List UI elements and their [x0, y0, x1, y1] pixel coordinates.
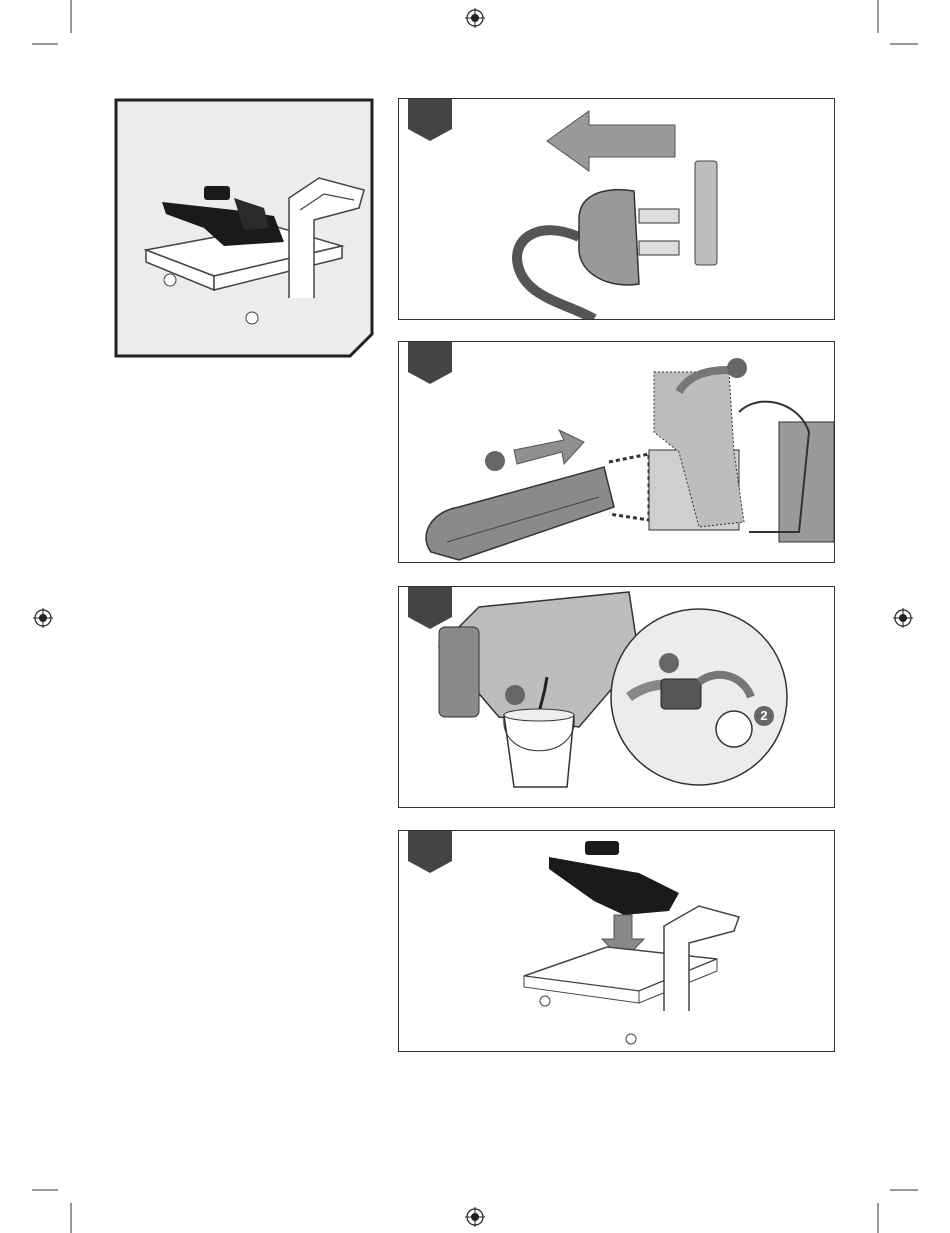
overview-box — [114, 98, 374, 358]
oil-cap — [661, 679, 701, 709]
step-tab — [408, 831, 452, 873]
registration-mark-icon — [465, 8, 485, 28]
step-tab — [408, 99, 452, 141]
step-panel-unplug — [398, 98, 835, 320]
registration-mark-icon — [893, 608, 913, 628]
step-badge — [505, 685, 525, 705]
chainsaw-icon — [549, 857, 679, 915]
trolley-icon — [114, 98, 374, 358]
registration-mark-icon — [465, 1207, 485, 1227]
arrow-left-icon — [547, 111, 675, 171]
step-badge: 2 — [754, 706, 774, 726]
registration-mark-icon — [33, 608, 53, 628]
step-badge — [659, 653, 679, 673]
socket-icon — [695, 161, 717, 265]
step-tab — [408, 587, 452, 629]
unplug-icon — [579, 190, 639, 285]
step-panel-chain-bar — [398, 341, 835, 563]
step-panel-trolley — [398, 830, 835, 1052]
arrow-right-icon — [514, 430, 584, 464]
step-badge — [727, 358, 747, 378]
step-panel-oil-drain: 2 — [398, 586, 835, 808]
chain-bar-icon — [426, 467, 614, 560]
step-tab — [408, 342, 452, 384]
step-badge — [485, 451, 505, 471]
